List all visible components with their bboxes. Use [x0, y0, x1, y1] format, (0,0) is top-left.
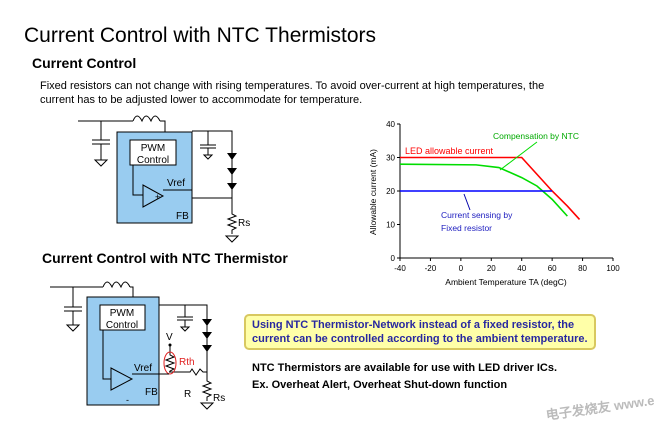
resistor-rs-icon	[224, 208, 240, 243]
page-title: Current Control with NTC Thermistors	[24, 24, 377, 47]
rth-highlight	[163, 351, 177, 375]
r-label: R	[184, 389, 191, 400]
inductor-icon	[132, 115, 161, 123]
v-label: V	[166, 332, 173, 343]
x-tick-label: -20	[425, 264, 437, 273]
plus-label: +	[155, 192, 160, 202]
thermistor-icon	[164, 345, 176, 372]
description: Fixed resistors can not change with risi…	[40, 79, 544, 107]
annotation-fixed: Fixed resistor	[441, 223, 492, 233]
pwm-label: PWM	[110, 308, 134, 319]
series-line-1	[399, 163, 568, 217]
x-tick-label: 20	[487, 264, 496, 273]
wire	[78, 120, 166, 132]
fixed-leader-line	[463, 193, 471, 211]
rth-label: Rth	[179, 357, 195, 368]
note-line: Ex. Overheat Alert, Overheat Shut-down f…	[252, 379, 508, 391]
opamp-icon	[102, 330, 169, 391]
y-tick-label: 0	[391, 254, 396, 263]
series-line-0	[400, 156, 581, 221]
rs-label: Rs	[213, 393, 225, 404]
x-tick-label: 100	[606, 264, 620, 273]
x-tick-label: 60	[548, 264, 557, 273]
rs-label: Rs	[238, 218, 250, 229]
x-axis-label: Ambient Temperature TA (degC)	[445, 277, 567, 287]
annotation-ntc: Compensation by NTC	[493, 131, 579, 141]
fb-label: FB	[145, 387, 158, 398]
annotation-led: LED allowable current	[405, 146, 494, 156]
fb-label: FB	[176, 211, 189, 222]
vref-label: Vref	[167, 178, 185, 189]
y-tick-label: 40	[386, 120, 395, 129]
callout-box: Using NTC Thermistor-Network instead of …	[244, 314, 596, 350]
callout-line: Using NTC Thermistor-Network instead of …	[252, 319, 575, 331]
minus-label: -	[126, 395, 129, 405]
opamp-icon	[132, 165, 192, 208]
note-line: NTC Thermistors are available for use wi…	[252, 362, 558, 374]
resistor-r-icon	[169, 368, 207, 376]
watermark-logo: 电子发烧友 www.elecfans.com	[544, 382, 654, 423]
circuit-ntc: PWM Control Vref FB - V Rth R Rs	[50, 281, 225, 410]
pwm-label: PWM	[141, 143, 165, 154]
y-axis-label: Allowable current (mA)	[368, 149, 378, 235]
resistor-rs-icon	[199, 375, 215, 410]
pwm-label: Control	[137, 155, 169, 166]
pwm-label: Control	[106, 320, 138, 331]
ntc-leader-line	[499, 141, 538, 171]
description-line: current has to be adjusted lower to acco…	[40, 94, 363, 106]
circuit-fixed-resistor: PWM Control Vref + FB Rs	[78, 115, 250, 243]
led-icon	[202, 319, 212, 352]
section-heading-current-control: Current Control	[32, 55, 137, 71]
pwm-control-box	[99, 304, 146, 331]
led-icon	[227, 153, 237, 190]
capacitor-icon	[64, 287, 82, 332]
x-tick-label: 40	[517, 264, 526, 273]
x-tick-label: 80	[578, 264, 587, 273]
annotation-fixed: Current sensing by	[441, 210, 513, 220]
section-heading-ntc: Current Control with NTC Thermistor	[42, 250, 288, 266]
y-tick-label: 10	[386, 221, 395, 230]
x-tick-label: -40	[394, 264, 406, 273]
note: NTC Thermistors are available for use wi…	[252, 360, 557, 394]
x-tick-label: 0	[459, 264, 464, 273]
pwm-control-box	[129, 139, 177, 166]
capacitor-icon	[92, 121, 110, 167]
inductor-icon	[102, 281, 131, 289]
description-line: Fixed resistors can not change with risi…	[40, 80, 545, 92]
callout-line: current can be controlled according to t…	[252, 333, 588, 345]
y-tick-label: 20	[386, 187, 395, 196]
current-temperature-chart: -40 -20 0 20 40 60 80 100 0 10 20 30 40 Ambient Temp…	[368, 120, 620, 287]
vref-label: Vref	[134, 363, 152, 374]
y-tick-label: 30	[386, 154, 395, 163]
wire	[192, 130, 233, 208]
